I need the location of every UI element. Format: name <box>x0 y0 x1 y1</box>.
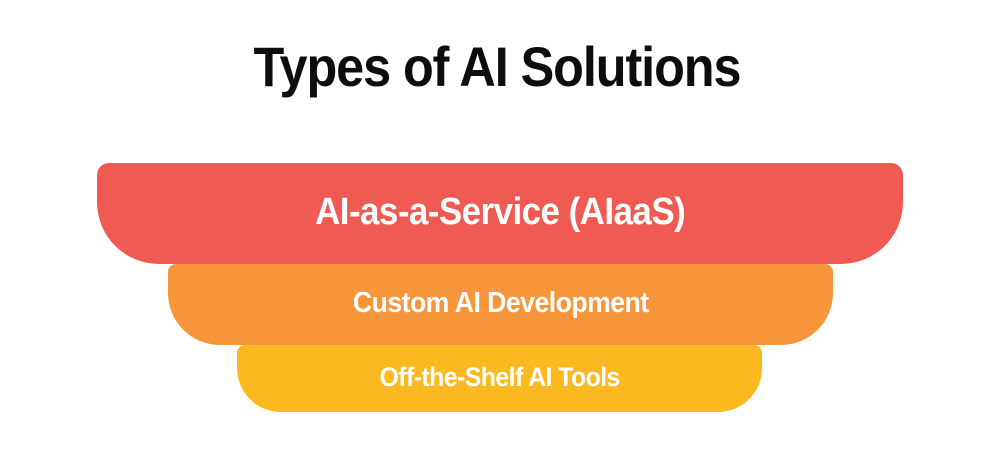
funnel-stage-custom-ai-development: Custom AI Development <box>168 264 833 345</box>
page-title: Types of AI Solutions <box>253 35 742 98</box>
funnel-stage-label: AI-as-a-Service (AIaaS) <box>314 190 686 233</box>
funnel-stage-label: Custom AI Development <box>352 286 649 319</box>
funnel-stage-ai-as-a-service: AI-as-a-Service (AIaaS) <box>97 163 903 264</box>
funnel-stage-off-the-shelf-ai-tools: Off-the-Shelf AI Tools <box>237 345 762 412</box>
funnel-stage-label: Off-the-Shelf AI Tools <box>379 362 620 392</box>
